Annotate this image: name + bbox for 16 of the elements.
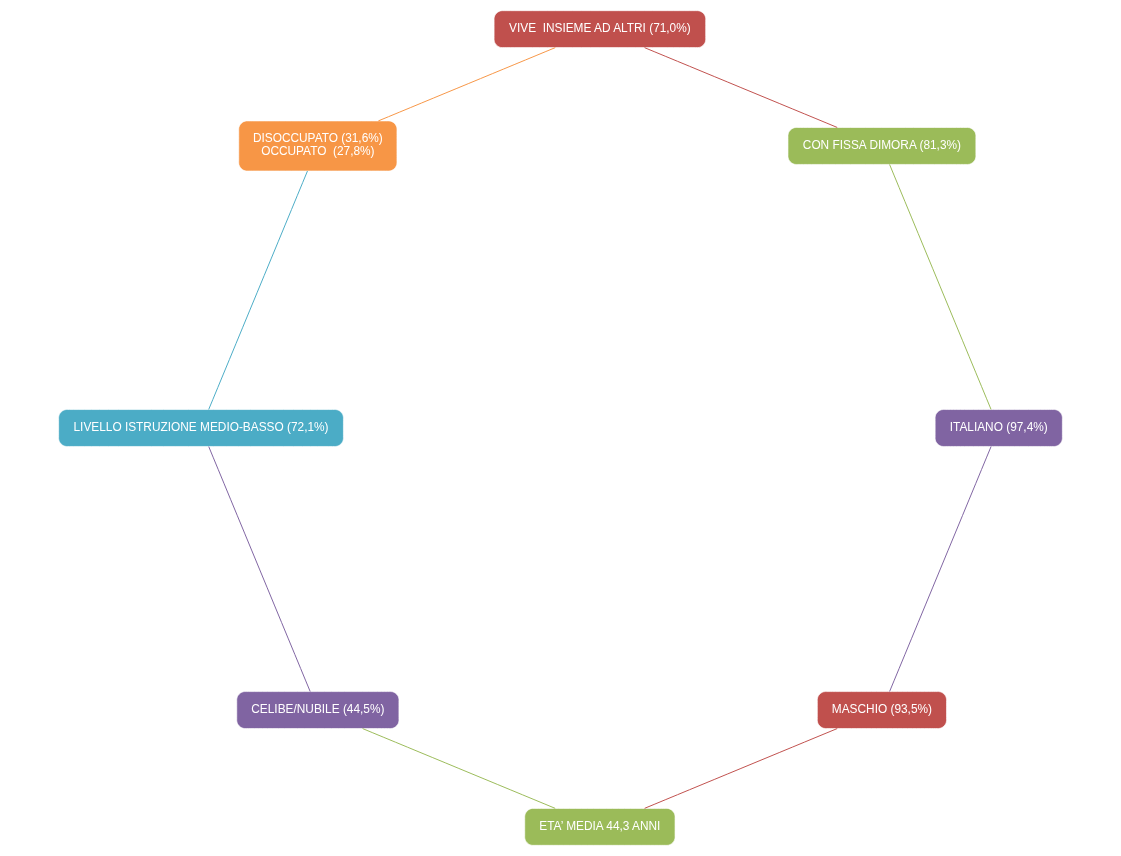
node-box: CON FISSA DIMORA (81,3%) <box>787 127 977 165</box>
node-box: VIVE INSIEME AD ALTRI (71,0%) <box>493 10 707 48</box>
connector <box>208 446 311 693</box>
connector <box>377 47 556 122</box>
node-box: ETA’ MEDIA 44,3 ANNI <box>524 808 676 846</box>
node-box: MASCHIO (93,5%) <box>817 691 947 729</box>
node-box: ITALIANO (97,4%) <box>934 409 1063 447</box>
connector <box>644 47 838 128</box>
node-box: LIVELLO ISTRUZIONE MEDIO-BASSO (72,1%) <box>58 409 344 447</box>
connector <box>208 170 308 410</box>
connector <box>362 728 556 809</box>
node-box: DISOCCUPATO (31,6%) OCCUPATO (27,8%) <box>238 120 398 172</box>
connector <box>889 163 992 410</box>
node-box: CELIBE/NUBILE (44,5%) <box>236 691 400 729</box>
connector <box>889 446 992 692</box>
connector <box>644 728 838 809</box>
